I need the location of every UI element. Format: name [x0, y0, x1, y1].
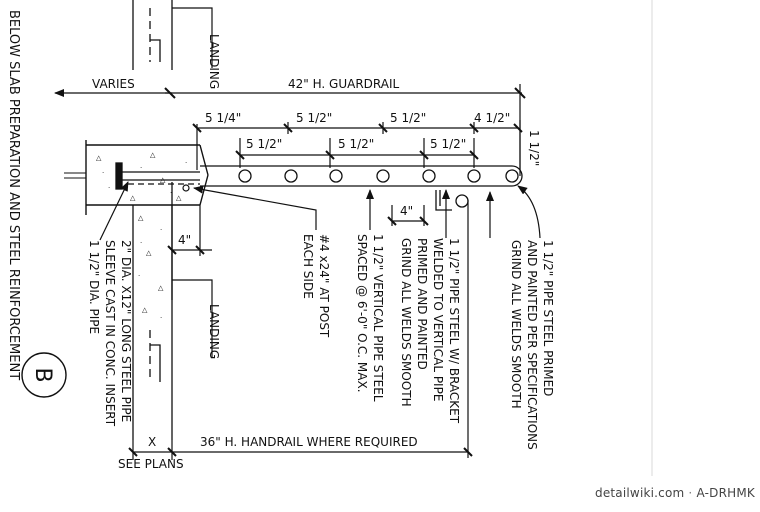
note-bracket-line-4: GRIND ALL WELDS SMOOTH — [399, 238, 413, 407]
spacing-dim-lower — [235, 138, 479, 168]
landing-bottom-leader — [172, 279, 213, 357]
note-rebar: #4 x24" AT POST EACH SIDE — [301, 234, 331, 338]
landing-wall-top — [132, 0, 173, 70]
rebar-dot — [182, 184, 190, 192]
balusters — [238, 169, 519, 183]
x-label: X — [148, 435, 156, 449]
dim-lower-2: 5 1/2" — [338, 137, 374, 151]
top-rail — [200, 165, 523, 187]
landing-wall-bottom — [132, 205, 173, 440]
svg-text:·: · — [140, 164, 142, 172]
vertical-title: BELOW SLAB PREPARATION AND STEEL REINFOR… — [6, 10, 21, 380]
note-primed-line-3: GRIND ALL WELDS SMOOTH — [509, 240, 523, 409]
svg-text:·: · — [185, 159, 187, 167]
note-sleeve-line-3: 1 1/2" DIA. PIPE — [87, 240, 101, 334]
baluster — [505, 169, 519, 183]
note-sleeve-line-2: SLEEVE CAST IN CONC. INSERT — [103, 240, 117, 427]
baluster — [284, 169, 298, 183]
svg-text:·: · — [160, 314, 162, 322]
svg-text:·: · — [140, 239, 142, 247]
note-sleeve-line-1: 2" DIA. X12" LONG STEEL PIPE — [119, 240, 133, 422]
svg-text:·: · — [138, 272, 140, 280]
handrail-label: 36" H. HANDRAIL WHERE REQUIRED — [200, 435, 418, 449]
note-primed-line-1: 1 1/2" PIPE STEEL PRIMED — [541, 240, 555, 396]
detail-marker-label: B — [30, 367, 55, 382]
right-dim-label: 1 1/2" — [527, 130, 541, 166]
note-sleeve: 2" DIA. X12" LONG STEEL PIPE SLEEVE CAST… — [87, 240, 133, 427]
baluster — [422, 169, 436, 183]
concrete-aggregate: △·△ ·△· ·△△ · — [96, 151, 187, 202]
varies-label: VARIES — [92, 77, 135, 91]
note-rebar-line-1: #4 x24" AT POST — [317, 234, 331, 338]
svg-text:·: · — [160, 226, 162, 234]
side-four-dim — [167, 205, 212, 256]
svg-text:·: · — [108, 184, 110, 192]
svg-text:△: △ — [96, 154, 102, 162]
note-vertical-pipe-line-2: SPACED @ 6'-0" O.C. MAX. — [355, 234, 369, 393]
dim-lower-1: 5 1/2" — [246, 137, 282, 151]
svg-text:△: △ — [130, 194, 136, 202]
guardrail-label: 42" H. GUARDRAIL — [288, 77, 400, 91]
dim-upper-2: 5 1/2" — [296, 111, 332, 125]
svg-text:·: · — [170, 189, 172, 197]
note-bracket-line-2: WELDED TO VERTICAL PIPE — [431, 238, 445, 401]
dim-upper-1: 5 1/4" — [205, 111, 241, 125]
note-primed-line-2: AND PAINTED PER SPECIFICATIONS — [525, 240, 539, 450]
side-four-label: 4" — [178, 233, 191, 247]
concrete-slab — [64, 140, 209, 215]
note-primed: 1 1/2" PIPE STEEL PRIMED AND PAINTED PER… — [509, 240, 555, 450]
note-bracket: 1 1/2" PIPE STEEL W/ BRACKET WELDED TO V… — [399, 238, 461, 424]
baluster — [467, 169, 481, 183]
watermark-code: A-DRHMK — [696, 486, 755, 500]
note-leaders — [99, 181, 541, 241]
watermark: detailwiki.com · A-DRHMK — [595, 486, 755, 500]
svg-text:△: △ — [150, 151, 156, 159]
pipe-sleeve — [115, 162, 200, 190]
svg-text:·: · — [102, 169, 104, 177]
detail-marker-circle — [21, 352, 67, 398]
note-rebar-line-2: EACH SIDE — [301, 234, 315, 299]
watermark-site: detailwiki.com — [595, 486, 685, 500]
svg-text:△: △ — [158, 284, 164, 292]
dim-upper-3: 5 1/2" — [390, 111, 426, 125]
guardrail-dim — [164, 84, 526, 170]
svg-text:△: △ — [176, 194, 182, 202]
dim-upper-4: 4 1/2" — [474, 111, 510, 125]
see-plans-label: SEE PLANS — [118, 457, 184, 471]
note-bracket-line-1: 1 1/2" PIPE STEEL W/ BRACKET — [447, 238, 461, 424]
svg-text:△: △ — [146, 249, 152, 257]
svg-text:△: △ — [138, 214, 144, 222]
landing-bottom-label: LANDING — [207, 304, 221, 359]
handrail-bracket — [435, 190, 469, 211]
svg-text:△: △ — [142, 306, 148, 314]
landing-top-leader — [172, 7, 213, 68]
note-vertical-pipe-line-1: 1 1/2" VERTICAL PIPE STEEL — [371, 234, 385, 402]
mid-four-label: 4" — [400, 204, 413, 218]
landing-top-label: LANDING — [207, 34, 221, 89]
note-bracket-line-3: PRIMED AND PAINTED — [415, 238, 429, 370]
watermark-separator: · — [688, 486, 693, 500]
handrail-dim — [128, 200, 473, 460]
baluster — [376, 169, 390, 183]
wall-aggregate: △ · △ · △ △ · · — [138, 214, 164, 322]
dim-lower-3: 5 1/2" — [430, 137, 466, 151]
mid-four-dim — [387, 205, 429, 226]
spacing-dim-upper — [192, 122, 523, 170]
baluster — [329, 169, 343, 183]
note-vertical-pipe: 1 1/2" VERTICAL PIPE STEEL SPACED @ 6'-0… — [355, 234, 385, 402]
baluster — [238, 169, 252, 183]
